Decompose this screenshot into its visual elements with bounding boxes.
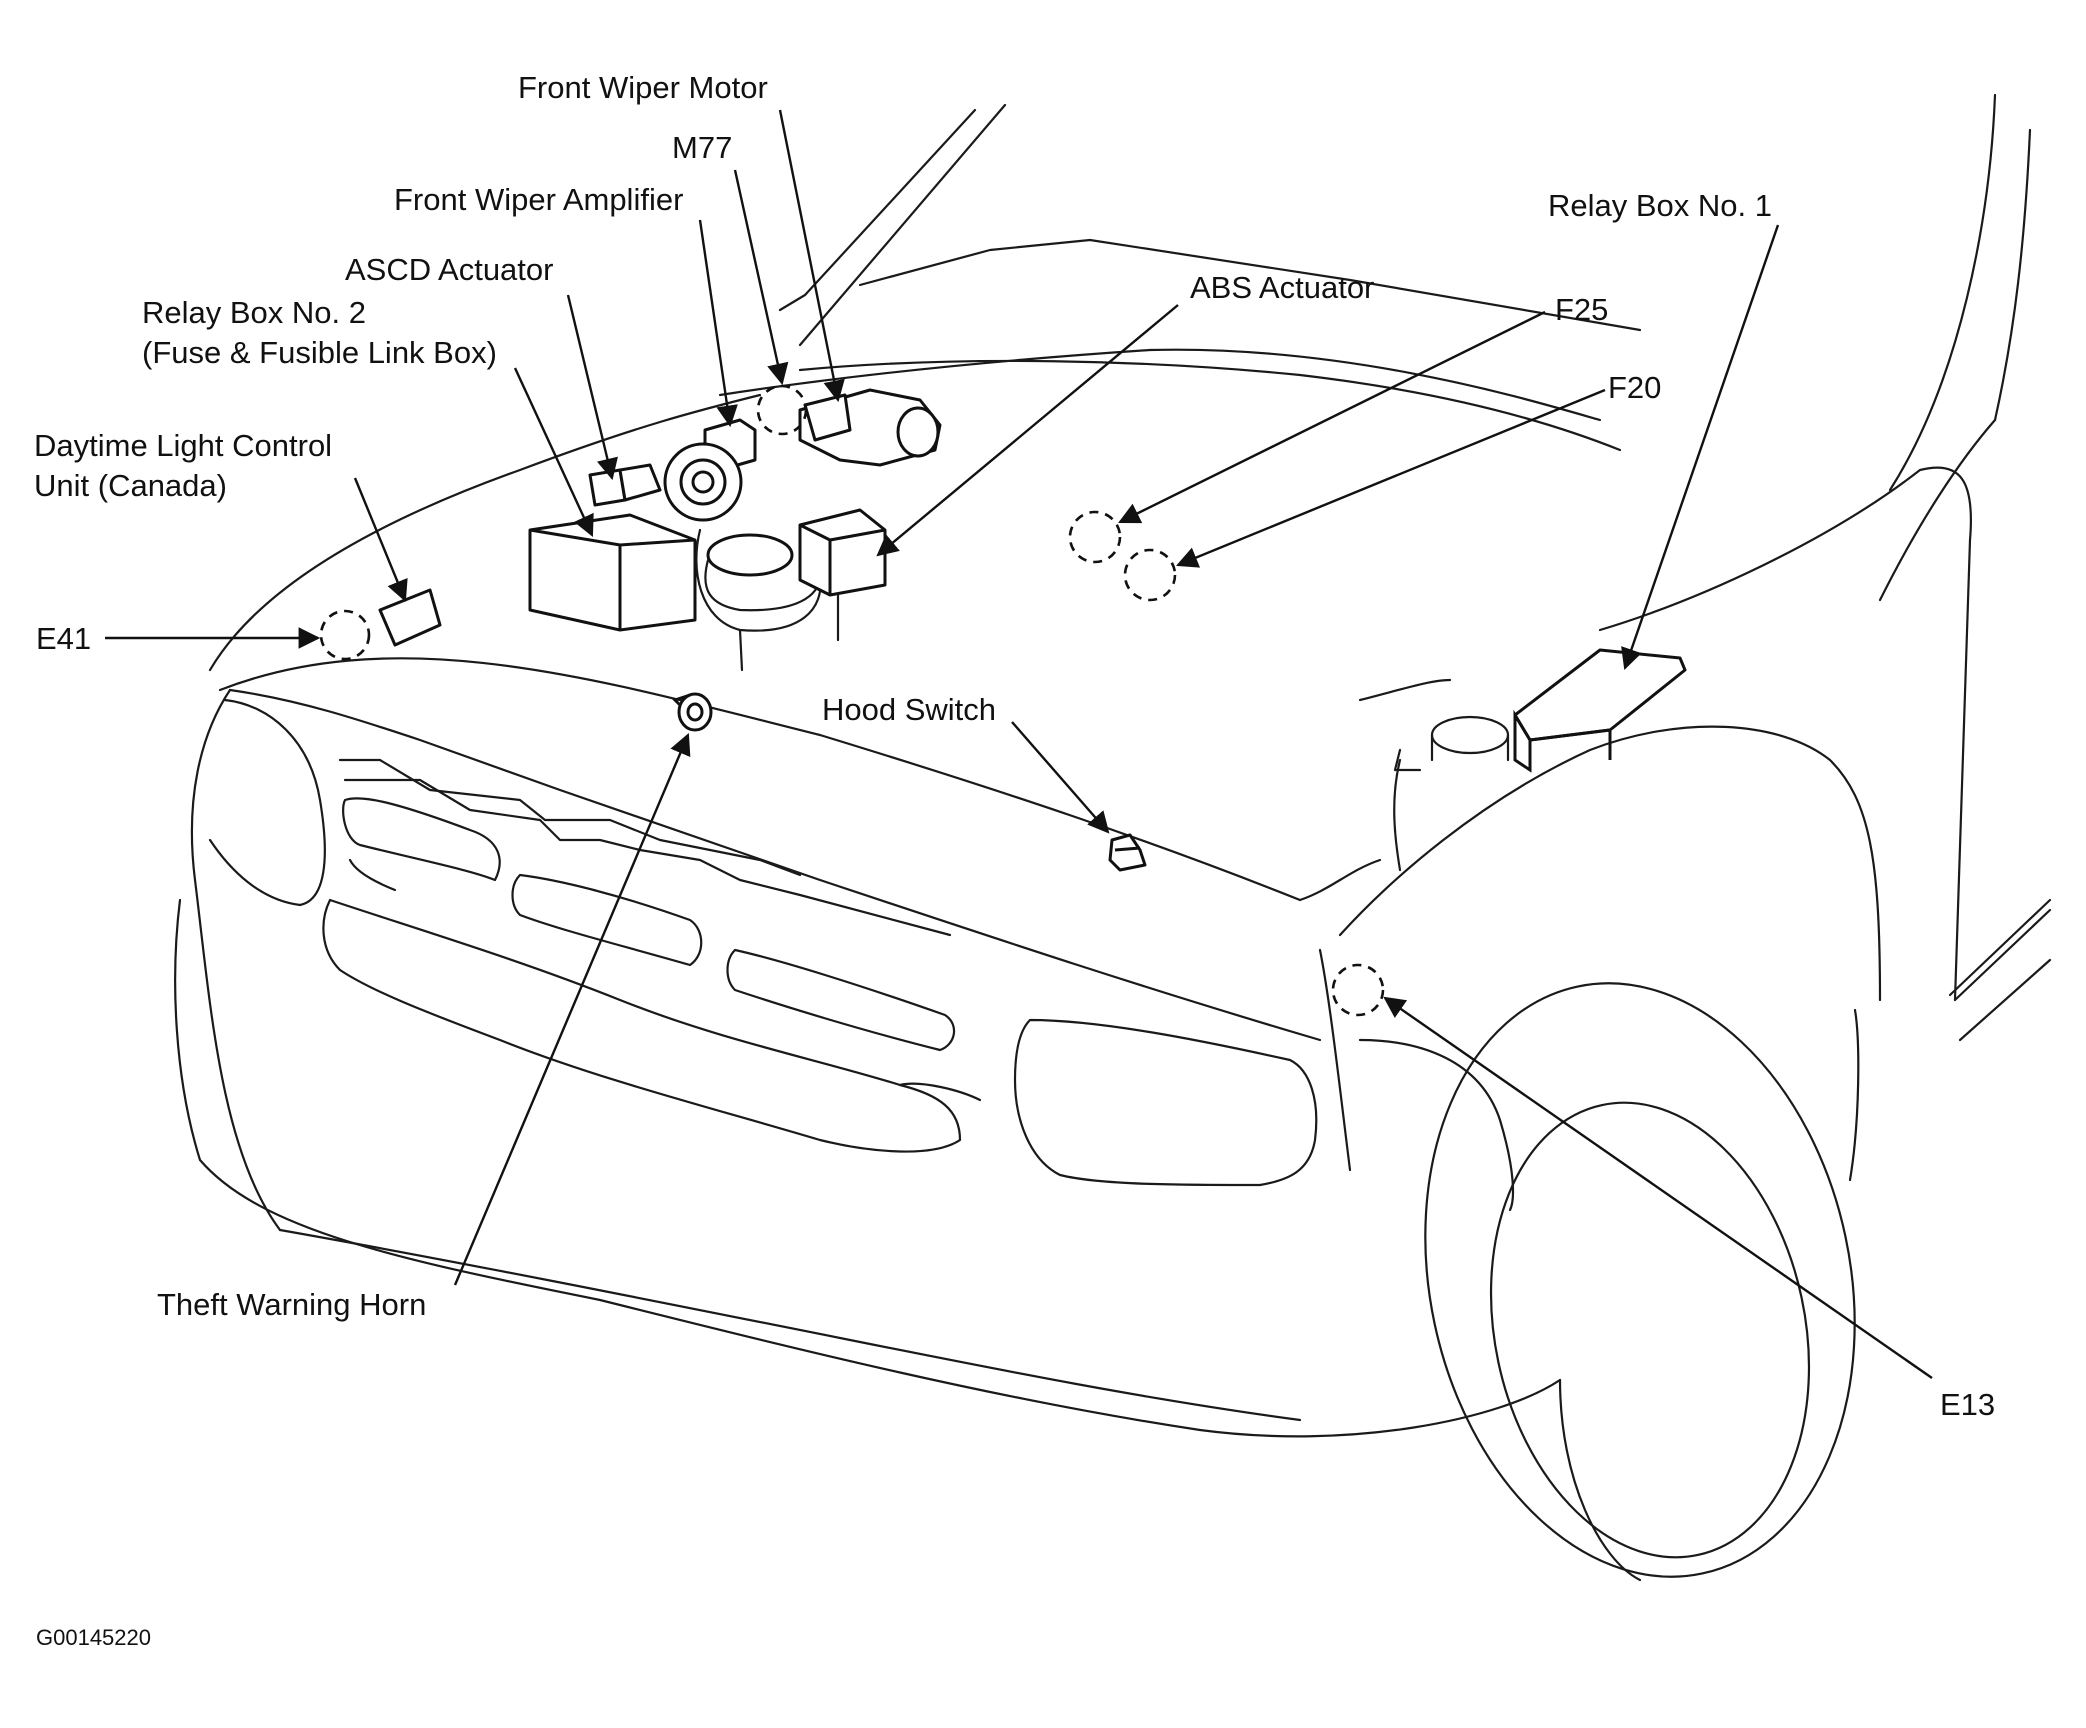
label-theft-warning-horn: Theft Warning Horn [157,1287,427,1322]
label-daytime-light-line2: Unit (Canada) [34,468,227,503]
f20-location [1123,548,1177,602]
label-daytime-light-control-unit: Daytime Light Control Unit (Canada) [34,426,332,506]
reservoir [695,528,822,672]
leader-theft-warning-horn [453,733,691,1286]
label-e41: E41 [36,621,92,656]
ascd-actuator [588,463,662,507]
label-daytime-light-line1: Daytime Light Control [34,428,333,463]
vehicle-body-outline [174,93,2052,1582]
leader-relay-box-no-1 [1621,224,1780,671]
label-f20: F20 [1608,370,1662,405]
label-front-wiper-amplifier: Front Wiper Amplifier [394,182,684,217]
label-relay-box-no-2-line1: Relay Box No. 2 [142,295,366,330]
master-cylinder-ring [663,442,743,522]
label-f25: F25 [1555,292,1609,327]
hood-switch [1108,833,1147,872]
leader-relay-box-no-2 [513,367,594,537]
label-relay-box-no-1: Relay Box No. 1 [1548,188,1772,223]
e13-location [1331,963,1385,1017]
relay-box-no-2 [528,513,697,632]
leader-f25 [1118,310,1546,524]
leader-f20 [1176,388,1606,568]
m77-location [756,384,808,436]
components [378,388,1687,872]
leader-lines [105,109,1933,1379]
f25-location [1068,510,1122,564]
connector-locations [319,384,1385,1017]
label-hood-switch: Hood Switch [822,692,997,727]
leader-e13 [1383,996,1933,1379]
figure-code: G00145220 [36,1625,151,1650]
abs-actuator [798,508,887,642]
relay-box-no-1 [1513,648,1687,773]
label-relay-box-no-2: Relay Box No. 2 (Fuse & Fusible Link Box… [142,293,497,373]
label-ascd-actuator: ASCD Actuator [345,252,554,287]
leader-ascd-actuator [566,294,618,481]
label-front-wiper-motor: Front Wiper Motor [518,70,768,105]
leader-daytime-light [353,477,408,602]
theft-warning-horn [672,692,713,732]
leader-front-wiper-amplifier [698,219,738,428]
leader-m77 [733,169,789,386]
e41-location [319,609,371,661]
label-relay-box-no-2-line2: (Fuse & Fusible Link Box) [142,335,497,370]
daytime-light-control-unit [378,588,442,647]
leader-abs-actuator [876,304,1179,557]
leader-front-wiper-motor [778,109,845,403]
leader-hood-switch [1011,721,1110,834]
front-wiper-motor [798,388,942,467]
label-abs-actuator: ABS Actuator [1190,270,1375,305]
label-m77: M77 [672,130,733,165]
label-e13: E13 [1940,1387,1996,1422]
